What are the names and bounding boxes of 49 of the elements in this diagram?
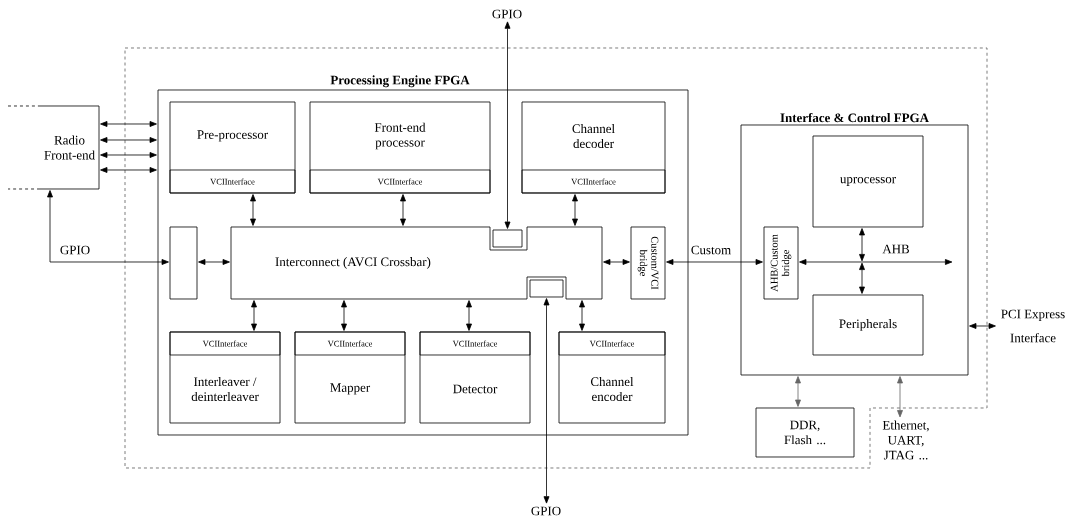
arrow (572, 194, 578, 226)
arrow (198, 259, 230, 265)
peripherals-box: Peripherals (812, 294, 924, 356)
arrow (250, 194, 256, 226)
interface-strip: VCIInterface (521, 169, 666, 194)
port-box (492, 229, 523, 248)
bridge-box: Custom/VCI bridge (630, 226, 666, 300)
arrow (579, 300, 585, 331)
interface-strip: VCIInterface (558, 331, 666, 356)
bridge-box (169, 226, 198, 300)
arrow (100, 167, 157, 173)
pin-label: GPIO (531, 506, 561, 516)
arrow (859, 228, 865, 262)
arrow (47, 190, 169, 265)
radio-box: Radio Front-end (7, 105, 100, 190)
bridge-box: AHB/Custom bridge (763, 226, 799, 300)
processor-box: uprocessor (812, 135, 924, 228)
pin-label: GPIO (492, 9, 522, 19)
port-box (529, 279, 564, 298)
arrow (504, 21, 511, 229)
edge-label: Custom (689, 244, 733, 256)
node-label: Processing Engine FPGA (330, 75, 470, 88)
interface-strip: VCIInterface (169, 331, 281, 356)
edge-label: AHB (881, 243, 911, 255)
arrow (666, 259, 763, 265)
crossbar-box: Interconnect (AVCI Crossbar) (230, 226, 603, 300)
arrow (341, 300, 347, 331)
arrow (100, 137, 157, 143)
arrow (799, 259, 953, 265)
arrow (795, 376, 801, 407)
arrow (969, 323, 996, 329)
interface-text: Ethernet, UART, JTAG ... (882, 420, 929, 460)
interface-text: PCI Express Interface (1001, 309, 1065, 343)
interface-strip: VCIInterface (169, 169, 296, 194)
memory-box: DDR, Flash ... (755, 407, 855, 458)
interface-strip: VCIInterface (309, 169, 491, 194)
arrow (897, 376, 903, 418)
arrow (543, 298, 550, 504)
arrow (400, 194, 406, 226)
interface-strip: VCIInterface (294, 331, 406, 356)
arrow (100, 121, 157, 127)
arrow (603, 259, 630, 265)
edge-label: GPIO (58, 244, 92, 256)
arrow (100, 152, 157, 158)
arrow (859, 262, 865, 294)
interface-strip: VCIInterface (419, 331, 531, 356)
arrow (251, 300, 257, 331)
node-label: Interface & Control FPGA (780, 112, 929, 123)
arrow (466, 300, 472, 331)
